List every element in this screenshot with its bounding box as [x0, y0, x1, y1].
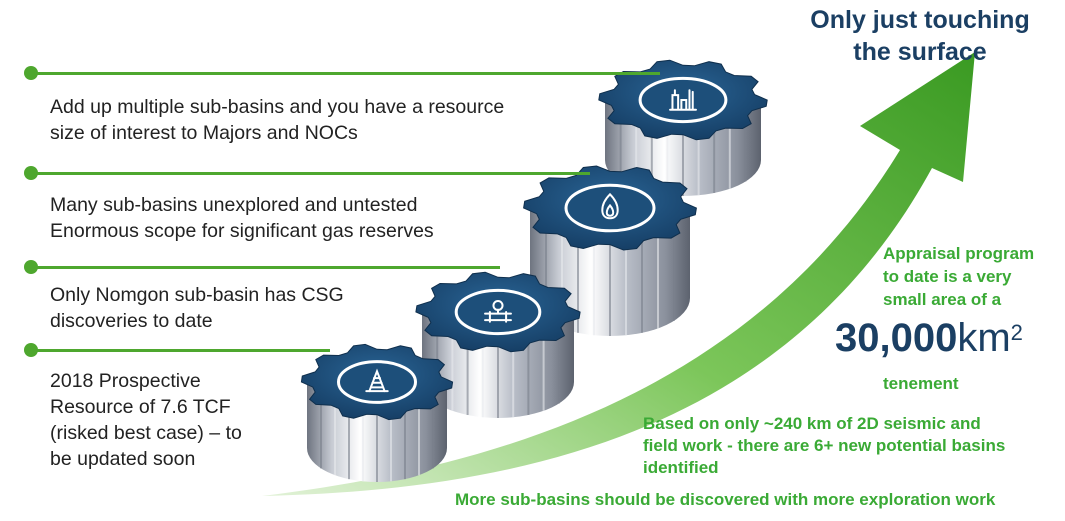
bullet-line-3 [30, 266, 500, 269]
tenement-area-value: 30,000km2 [835, 316, 1023, 361]
appraisal-line-2: to date is a very [883, 267, 1012, 286]
area-number: 30,000 [835, 316, 958, 360]
gear-2 [415, 271, 581, 418]
seismic-line-3: identified [643, 458, 719, 477]
tenement-label: tenement [883, 374, 959, 393]
bullet-3-line-2: discoveries to date [50, 310, 213, 332]
footer-text: More sub-basins should be discovered wit… [455, 490, 996, 509]
seismic-line-2: field work - there are 6+ new potential … [643, 436, 1006, 455]
bullet-dot-1 [24, 66, 38, 80]
bullet-dot-4 [24, 343, 38, 357]
gear-1 [300, 343, 454, 482]
bullet-1-line-1: Add up multiple sub-basins and you have … [50, 96, 505, 118]
bullet-text-3: Only Nomgon sub-basin has CSG discoverie… [50, 282, 344, 334]
seismic-line-1: Based on only ~240 km of 2D seismic and [643, 414, 981, 433]
bullet-4-line-4: be updated soon [50, 448, 196, 470]
bullet-4-line-3: (risked best case) – to [50, 422, 242, 444]
area-exponent: 2 [1010, 320, 1023, 345]
bullet-text-2: Many sub-basins unexplored and untested … [50, 192, 434, 244]
bullet-dot-3 [24, 260, 38, 274]
bullet-dot-2 [24, 166, 38, 180]
drill-rig-icon [365, 368, 389, 393]
gear-3 [523, 165, 697, 336]
page-title: Only just touching the surface [770, 4, 1065, 68]
bullet-4-line-1: 2018 Prospective [50, 370, 201, 392]
bullet-2-line-1: Many sub-basins unexplored and untested [50, 194, 418, 216]
bullet-line-2 [30, 172, 590, 175]
bullet-text-4: 2018 Prospective Resource of 7.6 TCF (ri… [50, 368, 242, 472]
title-line-1: Only just touching [810, 6, 1030, 34]
bullet-2-line-2: Enormous scope for significant gas reser… [50, 220, 434, 242]
appraisal-text: Appraisal program to date is a very smal… [883, 242, 1034, 311]
pipeline-meter-icon [484, 299, 512, 323]
appraisal-line-1: Appraisal program [883, 244, 1035, 263]
gear-ring [564, 183, 656, 233]
gas-flame-icon [601, 192, 619, 220]
bullet-text-1: Add up multiple sub-basins and you have … [50, 94, 504, 146]
bullet-line-1 [30, 72, 660, 75]
refinery-icon [669, 89, 697, 111]
bullet-4-line-2: Resource of 7.6 TCF [50, 396, 231, 418]
bullet-1-line-2: size of interest to Majors and NOCs [50, 122, 358, 144]
growth-arrow [262, 52, 975, 496]
title-line-2: the surface [853, 38, 987, 66]
bullet-line-4 [30, 349, 330, 352]
seismic-text: Based on only ~240 km of 2D seismic and … [643, 413, 1005, 479]
area-unit: km [957, 316, 1011, 360]
appraisal-line-3: small area of a [883, 290, 1002, 309]
bullet-3-line-1: Only Nomgon sub-basin has CSG [50, 284, 344, 306]
